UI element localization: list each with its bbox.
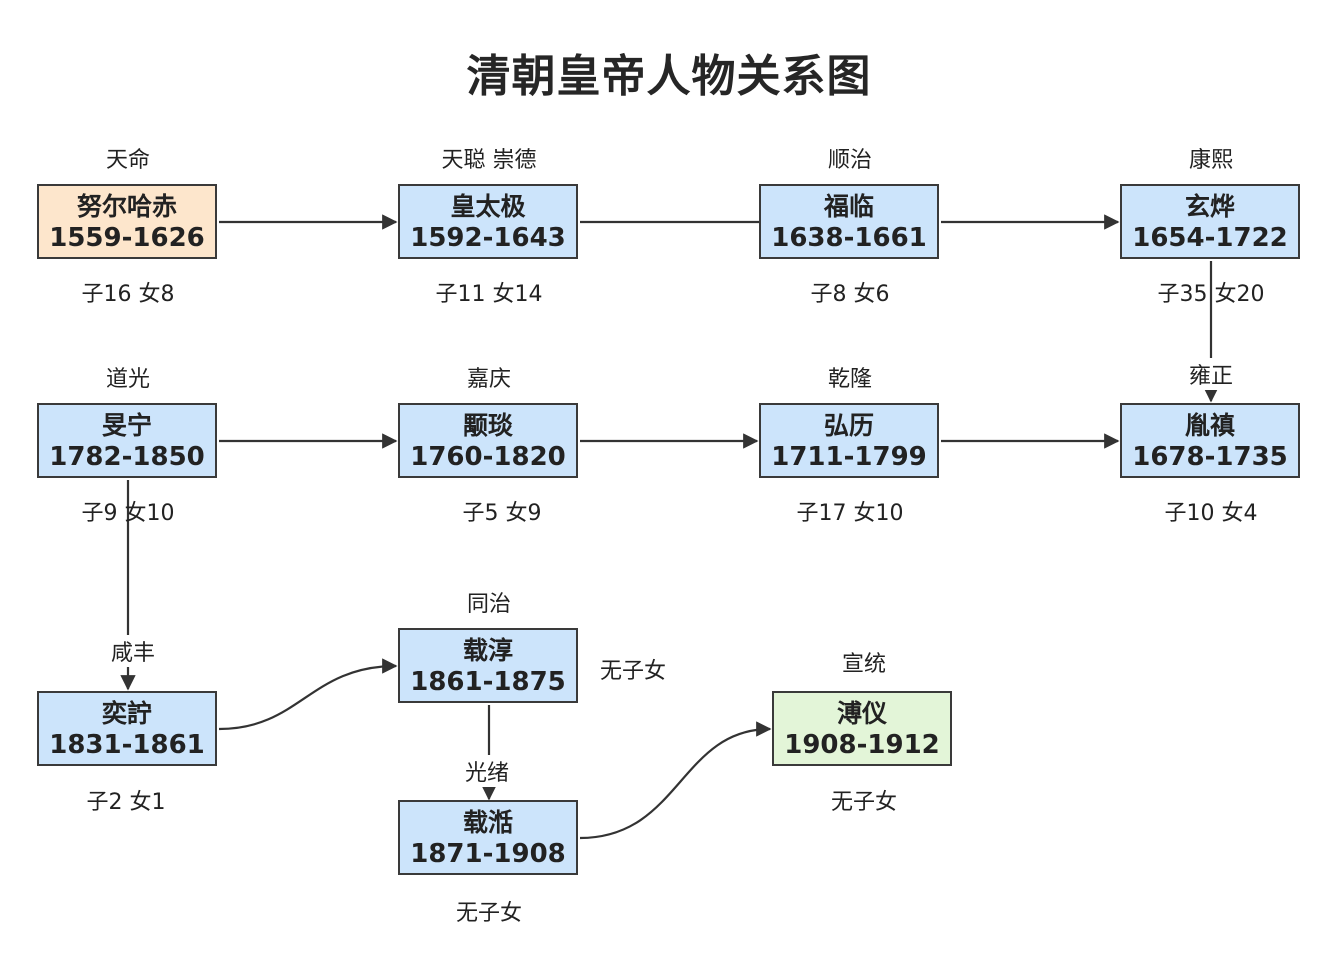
node-years: 1871-1908 (410, 839, 566, 869)
children-label-hongli: 子17 女10 (796, 501, 904, 526)
node-name: 皇太极 (450, 192, 526, 221)
node-minning: 旻宁 1782-1850 (37, 403, 217, 478)
edge-yizhu-zaichun (218, 658, 398, 731)
node-fulin: 福临 1638-1661 (759, 184, 939, 259)
node-years: 1861-1875 (410, 667, 566, 697)
node-name: 溥仪 (836, 699, 887, 728)
node-xuanye: 玄烨 1654-1722 (1120, 184, 1300, 259)
node-years: 1559-1626 (49, 223, 205, 253)
children-label-nurhaci: 子16 女8 (81, 282, 175, 307)
node-hongtaiji: 皇太极 1592-1643 (398, 184, 578, 259)
children-label-hongtaiji: 子11 女14 (435, 282, 543, 307)
node-name: 颙琰 (462, 411, 513, 440)
node-name: 载淳 (462, 636, 513, 665)
node-hongli: 弘历 1711-1799 (759, 403, 939, 478)
children-label-puyi: 无子女 (830, 790, 898, 815)
children-label-zaitian: 无子女 (455, 901, 523, 926)
children-label-yizhu: 子2 女1 (86, 790, 166, 815)
node-years: 1831-1861 (49, 730, 205, 760)
node-name: 胤禛 (1184, 411, 1235, 440)
era-label-nurhaci: 天命 (105, 148, 151, 173)
era-label-minning: 道光 (105, 367, 151, 392)
node-years: 1654-1722 (1132, 223, 1288, 253)
era-label-puyi: 宣统 (841, 652, 887, 677)
node-years: 1638-1661 (771, 223, 927, 253)
era-label-zaitian: 光绪 (464, 755, 510, 787)
children-label-yinzhen: 子10 女4 (1164, 501, 1258, 526)
node-years: 1908-1912 (784, 730, 940, 760)
children-label-zaichun: 无子女 (600, 659, 667, 684)
node-name: 弘历 (823, 411, 874, 440)
node-years: 1592-1643 (410, 223, 566, 253)
node-zaichun: 载淳 1861-1875 (398, 628, 578, 703)
node-name: 载湉 (462, 808, 513, 837)
era-label-zaichun: 同治 (466, 592, 512, 617)
node-name: 努尔哈赤 (76, 192, 177, 221)
era-label-yizhu: 咸丰 (110, 635, 156, 667)
children-label-yongyan: 子5 女9 (462, 501, 542, 526)
node-zaitian: 载湉 1871-1908 (398, 800, 578, 875)
node-name: 福临 (823, 192, 874, 221)
era-label-fulin: 顺治 (827, 148, 873, 173)
node-years: 1760-1820 (410, 442, 566, 472)
era-label-yinzhen: 雍正 (1188, 358, 1234, 390)
node-puyi: 溥仪 1908-1912 (772, 691, 952, 766)
node-name: 旻宁 (101, 411, 152, 440)
era-label-xuanye: 康熙 (1188, 148, 1234, 173)
node-years: 1711-1799 (771, 442, 927, 472)
children-label-minning: 子9 女10 (81, 501, 175, 526)
node-years: 1782-1850 (49, 442, 205, 472)
children-label-fulin: 子8 女6 (810, 282, 890, 307)
diagram-title: 清朝皇帝人物关系图 (466, 51, 872, 102)
node-name: 玄烨 (1184, 192, 1235, 221)
node-name: 奕詝 (101, 699, 152, 728)
node-yizhu: 奕詝 1831-1861 (37, 691, 217, 766)
edge-zaitian-puyi (579, 721, 772, 840)
era-label-hongli: 乾隆 (827, 367, 873, 392)
node-years: 1678-1735 (1132, 442, 1288, 472)
node-nurhaci: 努尔哈赤 1559-1626 (37, 184, 217, 259)
node-yongyan: 颙琰 1760-1820 (398, 403, 578, 478)
era-label-yongyan: 嘉庆 (466, 367, 512, 392)
children-label-xuanye: 子35 女20 (1157, 282, 1265, 307)
era-label-hongtaiji: 天聪 崇德 (441, 148, 537, 173)
node-yinzhen: 胤禛 1678-1735 (1120, 403, 1300, 478)
